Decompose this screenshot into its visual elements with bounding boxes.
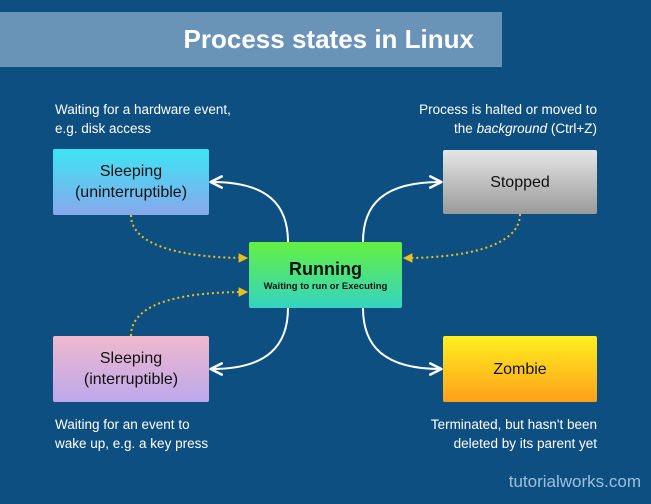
- note-text: the: [454, 121, 477, 136]
- arrow-running-to-stopped: [362, 175, 443, 243]
- state-label: Running: [289, 258, 362, 279]
- arrow-running-to-sleeping-interruptible: [209, 307, 289, 376]
- state-label: (uninterruptible): [74, 184, 188, 201]
- note-stopped: Process is halted or moved to the backgr…: [419, 100, 597, 138]
- state-sleeping-interruptible: Sleeping (interruptible): [53, 336, 209, 402]
- arrow-running-to-sleeping-uninterruptible: [209, 175, 289, 243]
- state-label: Sleeping: [99, 163, 163, 180]
- note-line: deleted by its parent yet: [453, 436, 597, 451]
- watermark: tutorialworks.com: [508, 472, 641, 491]
- note-zombie: Terminated, but hasn't been deleted by i…: [431, 415, 597, 453]
- note-sleeping-uninterruptible: Waiting for a hardware event, e.g. disk …: [55, 100, 231, 138]
- diagram-title: Process states in Linux: [183, 24, 474, 54]
- arrow-stopped-to-running: [402, 213, 521, 263]
- note-line: wake up, e.g. a key press: [55, 436, 209, 451]
- note-line: Waiting for an event to: [55, 417, 190, 432]
- state-sublabel: Waiting to run or Executing: [263, 280, 388, 292]
- state-sleeping-uninterruptible: Sleeping (uninterruptible): [53, 149, 209, 215]
- state-label: Sleeping: [99, 350, 163, 367]
- note-line: Terminated, but hasn't been: [430, 417, 597, 432]
- state-running: Running Waiting to run or Executing: [249, 242, 402, 308]
- arrow-sleeping-uninterruptible-to-running: [130, 214, 249, 263]
- state-stopped: Stopped: [443, 150, 597, 214]
- state-label: Stopped: [490, 173, 550, 191]
- note-line: Waiting for a hardware event,: [55, 102, 231, 117]
- arrow-running-to-zombie: [362, 307, 443, 376]
- state-label: (interruptible): [83, 371, 179, 388]
- note-sleeping-interruptible: Waiting for an event to wake up, e.g. a …: [55, 415, 208, 453]
- state-zombie: Zombie: [443, 336, 597, 402]
- state-label: Zombie: [493, 360, 547, 378]
- note-line: e.g. disk access: [55, 121, 152, 136]
- note-line: Process is halted or moved to: [419, 102, 597, 117]
- note-text: (Ctrl+Z): [547, 121, 597, 136]
- note-line: the background (Ctrl+Z): [419, 119, 597, 138]
- arrow-sleeping-interruptible-to-running: [130, 287, 249, 337]
- note-emphasis: background: [476, 121, 548, 136]
- title-bar: Process states in Linux: [0, 12, 502, 67]
